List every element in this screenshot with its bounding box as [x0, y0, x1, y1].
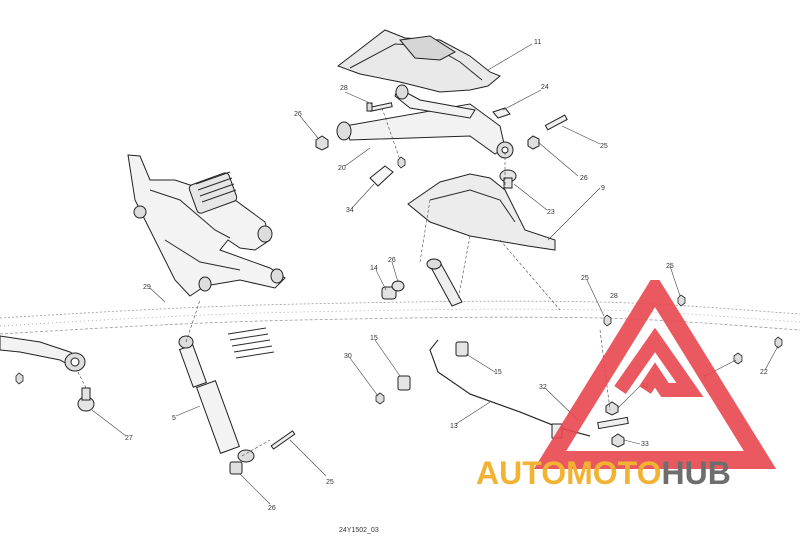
callout-25: 25 — [326, 479, 334, 486]
lower-a-arm-assembly — [127, 154, 286, 297]
bushing-14 — [381, 286, 397, 300]
callout-29: 29 — [143, 284, 151, 291]
callout-34: 34 — [346, 207, 354, 214]
nut-26-upper-right — [527, 135, 540, 150]
callout-15: 15 — [494, 369, 502, 376]
callout-25: 25 — [581, 275, 589, 282]
small-fasteners — [15, 156, 783, 405]
drawing-number: 24Y1502_03 — [339, 527, 379, 534]
callout-13: 13 — [450, 423, 458, 430]
plate-34 — [369, 165, 394, 187]
logo-inner-a-icon — [614, 327, 704, 397]
callout-33: 33 — [641, 441, 649, 448]
nut-26-upper-left — [315, 135, 329, 151]
spring — [227, 327, 275, 359]
callout-28: 28 — [610, 293, 618, 300]
callout-9: 9 — [601, 185, 605, 192]
logo-triangle-icon — [533, 280, 777, 469]
upper-a-arm — [336, 84, 514, 159]
nut-26-lower — [229, 461, 243, 475]
ball-joint-23 — [499, 169, 517, 189]
assembly-guide-lines — [77, 107, 611, 457]
callout-28: 28 — [340, 85, 348, 92]
watermark-moto: MOTO — [566, 455, 662, 491]
clip-24 — [492, 107, 511, 119]
sway-bar-bushing-15 — [397, 341, 469, 391]
callout-11: 11 — [534, 39, 541, 46]
callout-25: 25 — [666, 263, 674, 270]
upper-a-arm-cover — [336, 29, 501, 93]
lower-arm-cover-9 — [407, 173, 556, 251]
coilover-top — [188, 171, 238, 214]
shock-absorber-5 — [178, 335, 255, 463]
watermark-wordmark: AUTOMOTOHUB — [476, 455, 731, 492]
callout-32: 32 — [539, 384, 547, 391]
lower-left-arm — [0, 335, 86, 372]
bolt-25-lower — [270, 430, 296, 450]
watermark-auto: AUTO — [476, 455, 567, 491]
callout-22: 22 — [760, 369, 768, 376]
ball-joint-27 — [77, 387, 95, 412]
callout-5: 5 — [172, 415, 176, 422]
torn-edge-band — [0, 300, 800, 335]
bushing-26 — [391, 280, 405, 292]
callout-24: 24 — [541, 84, 549, 91]
callout-30: 30 — [344, 353, 352, 360]
bolt-28-upper — [366, 102, 393, 112]
callout-26: 26 — [388, 257, 396, 264]
callout-26: 26 — [580, 175, 588, 182]
watermark-hub: HUB — [661, 455, 731, 491]
callout-23: 23 — [547, 209, 555, 216]
callout-20: 20 — [338, 165, 346, 172]
leader-lines — [91, 43, 779, 505]
pivot-sleeve — [426, 258, 463, 307]
callout-15: 15 — [370, 335, 378, 342]
callout-14: 14 — [370, 265, 378, 272]
callout-26: 26 — [268, 505, 276, 512]
callout-27: 27 — [125, 435, 133, 442]
bolt-25-upper-right — [544, 114, 568, 131]
callout-26: 26 — [294, 111, 302, 118]
automotohub-logo — [533, 280, 777, 469]
callout-25: 25 — [600, 143, 608, 150]
sway-bar-link — [551, 401, 629, 448]
